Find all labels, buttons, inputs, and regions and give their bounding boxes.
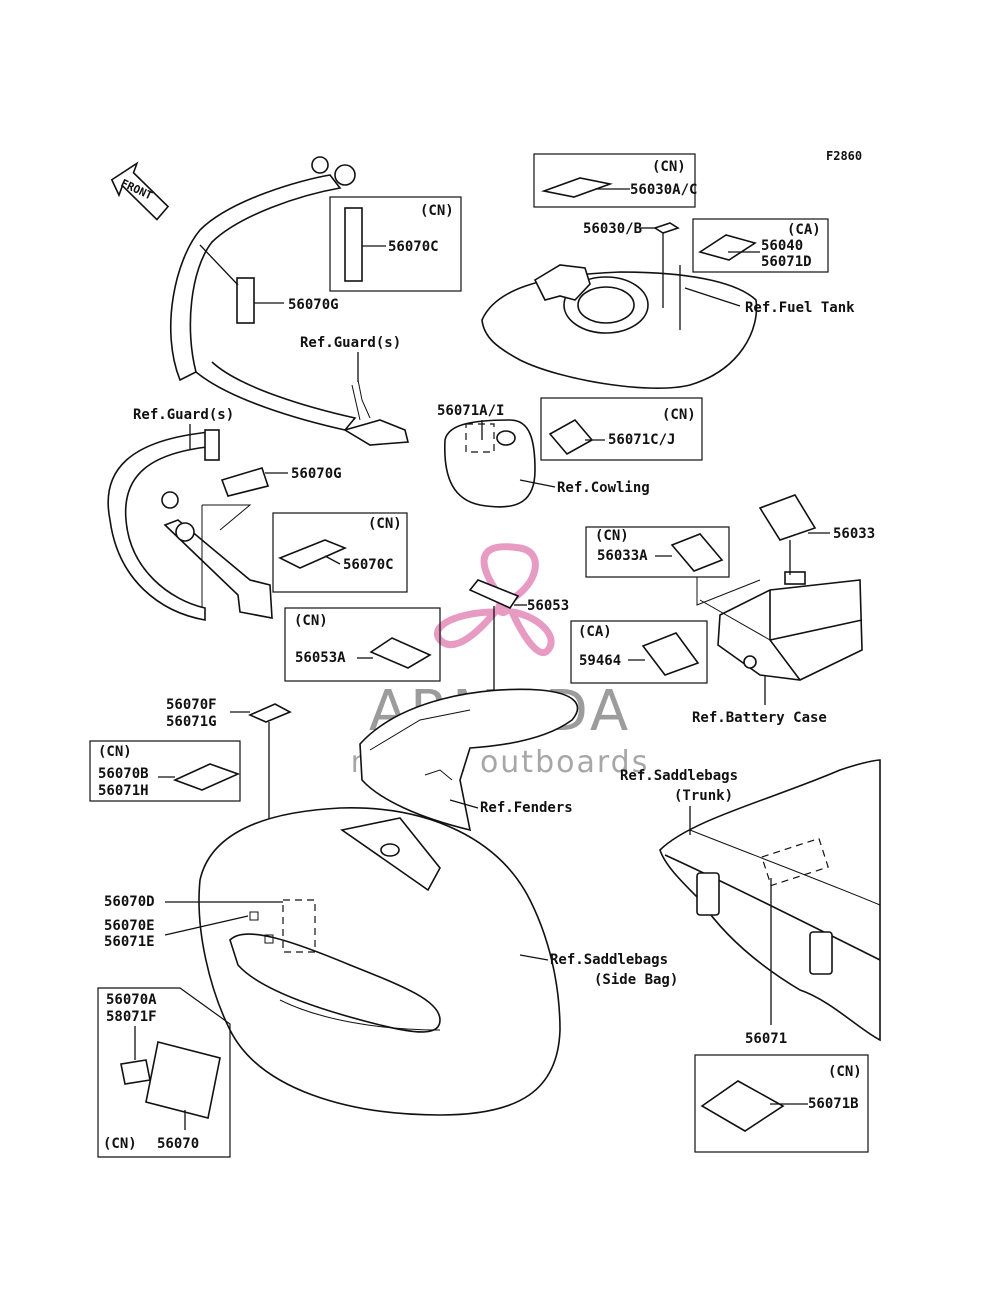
- tag-ca-56040: (CA): [787, 222, 821, 238]
- label-56040: 56040: [761, 238, 803, 254]
- decal-56033a: [670, 533, 724, 572]
- diagram-code: F2860: [826, 149, 862, 163]
- tag-cn-56070b: (CN): [98, 744, 132, 760]
- box-56070b: [89, 740, 241, 802]
- label-56071d: 56071D: [761, 254, 812, 270]
- label-56030b: 56030/B: [583, 221, 642, 237]
- box-56070a: [97, 987, 231, 1158]
- cowling: [444, 419, 536, 508]
- decal-56070g-top: [236, 277, 255, 324]
- label-56070a: 56070A: [106, 992, 157, 1008]
- label-ref-guard-top: Ref.Guard(s): [300, 335, 401, 351]
- box-59464: [570, 620, 708, 684]
- label-56071g: 56071G: [166, 714, 217, 730]
- label-ref-cowling: Ref.Cowling: [557, 480, 650, 496]
- propeller-logo-icon: [434, 543, 555, 656]
- decal-56033: [758, 494, 817, 541]
- decal-56030ac: [541, 177, 613, 198]
- fuel-tank: [481, 264, 758, 389]
- decal-56053: [468, 579, 520, 610]
- label-ref-battery-case: Ref.Battery Case: [692, 710, 827, 726]
- decal-56070g-mid: [220, 467, 270, 497]
- decal-56071cj: [548, 418, 594, 456]
- box-56030ac: [533, 153, 696, 208]
- fender: [359, 688, 579, 832]
- label-56030ac: 56030A/C: [630, 182, 697, 198]
- label-ref-saddlebags-side: Ref.Saddlebags: [550, 952, 668, 968]
- tag-cn-56070c-top: (CN): [420, 203, 454, 219]
- label-56071: 56071: [745, 1031, 787, 1047]
- label-56071h: 56071H: [98, 783, 149, 799]
- decal-56070f: [248, 703, 292, 723]
- label-56070e: 56070E: [104, 918, 155, 934]
- label-56070f: 56070F: [166, 697, 217, 713]
- decal-56070c-mid: [278, 539, 348, 569]
- decal-56070a: [120, 1059, 151, 1085]
- tag-cn-56070c-mid: (CN): [368, 516, 402, 532]
- box-56071b: [694, 1054, 869, 1153]
- box-56033a: [585, 526, 730, 578]
- battery-case: [717, 571, 863, 681]
- label-56053a: 56053A: [295, 650, 346, 666]
- label-56033: 56033: [833, 526, 875, 542]
- label-56033a: 56033A: [597, 548, 648, 564]
- decal-56070: [145, 1041, 221, 1119]
- tag-cn-56071b: (CN): [828, 1064, 862, 1080]
- label-56070: 56070: [157, 1136, 199, 1152]
- tag-ca-59464: (CA): [578, 624, 612, 640]
- label-59464: 59464: [579, 653, 621, 669]
- label-trunk: (Trunk): [674, 788, 733, 804]
- trunk-saddlebag: [659, 759, 881, 1042]
- box-56040: [692, 218, 829, 273]
- decal-56053a: [369, 637, 432, 669]
- label-58071f: 58071F: [106, 1009, 157, 1025]
- label-ref-guard-left: Ref.Guard(s): [133, 407, 234, 423]
- label-ref-saddlebags-trunk: Ref.Saddlebags: [620, 768, 738, 784]
- label-ref-fenders: Ref.Fenders: [480, 800, 573, 816]
- guard-top: [169, 156, 410, 446]
- decal-56070b: [172, 763, 241, 791]
- label-56070d: 56070D: [104, 894, 155, 910]
- label-56071b: 56071B: [808, 1096, 859, 1112]
- side-saddlebag: [198, 807, 561, 1116]
- box-56070c-top: [329, 196, 462, 292]
- label-56071ai: 56071A/I: [437, 403, 504, 419]
- label-56070c-top: 56070C: [388, 239, 439, 255]
- decal-56071b: [700, 1080, 785, 1132]
- label-56071cj: 56071C/J: [608, 432, 675, 448]
- decal-56030b: [653, 222, 680, 234]
- label-56070c-mid: 56070C: [343, 557, 394, 573]
- label-56070g-mid: 56070G: [291, 466, 342, 482]
- label-ref-fuel-tank: Ref.Fuel Tank: [745, 300, 855, 316]
- label-56070b: 56070B: [98, 766, 149, 782]
- decal-59464: [641, 632, 700, 676]
- label-56070g-top: 56070G: [288, 297, 339, 313]
- decal-56070c-top: [344, 207, 363, 282]
- decal-56040: [698, 234, 757, 261]
- label-56071e: 56071E: [104, 934, 155, 950]
- label-side-bag: (Side Bag): [594, 972, 678, 988]
- tag-cn-56053a: (CN): [294, 613, 328, 629]
- front-arrow-icon: FRONT: [110, 161, 170, 221]
- tag-cn-56071cj: (CN): [662, 407, 696, 423]
- label-56053: 56053: [527, 598, 569, 614]
- box-56053a: [284, 607, 441, 682]
- box-56070c-mid: [272, 512, 408, 593]
- tag-cn-56033a: (CN): [595, 528, 629, 544]
- box-56071cj: [540, 397, 703, 461]
- tag-cn-56070: (CN): [103, 1136, 137, 1152]
- guard-left: [107, 429, 273, 621]
- tag-cn-56030ac: (CN): [652, 159, 686, 175]
